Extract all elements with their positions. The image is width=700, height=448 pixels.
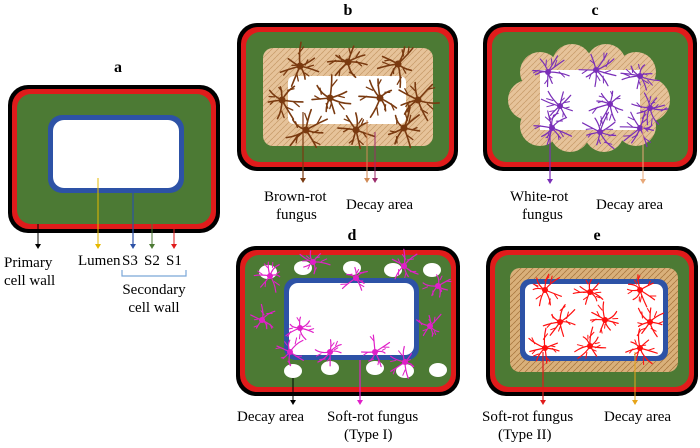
lumen (53, 120, 179, 188)
secondary-wall-bracket (121, 270, 187, 277)
brown-rot-label-1: Brown-rot (264, 189, 327, 205)
panel-a-letter: a (114, 59, 122, 76)
panel-a-pointers (35, 178, 177, 249)
s3-label: S3 (122, 253, 138, 269)
panel-b-pointers (300, 112, 378, 183)
decay-area-c-label: Decay area (596, 197, 663, 213)
panel-c: c White-rot fungus Decay area (483, 2, 697, 223)
primary-label-1: Primary (4, 255, 53, 271)
panel-c-letter: c (591, 2, 598, 19)
white-rot-label-1: White-rot (510, 189, 569, 205)
primary-label-2: cell wall (4, 273, 55, 289)
soft-rot2-label-2: (Type II) (498, 427, 552, 443)
panel-c-pointers (547, 124, 646, 184)
decay-area-b-label: Decay area (346, 197, 413, 213)
panel-d-pointers (290, 360, 363, 405)
white-rot-label-2: fungus (522, 207, 563, 223)
panel-b: b Brown-rot fungus Decay area (237, 2, 458, 223)
soft-rot-type1-hyphae (250, 248, 452, 379)
brown-rot-label-2: fungus (276, 207, 317, 223)
soft-rot2-label-1: Soft-rot fungus (482, 409, 573, 425)
soft-rot1-label-1: Soft-rot fungus (327, 409, 418, 425)
soft-rot1-label-2: (Type I) (344, 427, 393, 443)
brown-rot-hyphae (267, 41, 440, 150)
panel-b-letter: b (344, 2, 353, 19)
decay-area-e-label: Decay area (604, 409, 671, 425)
panel-e-letter: e (593, 227, 600, 244)
soft-rot-type2-hyphae (528, 273, 664, 366)
panel-e-pointers (540, 352, 638, 405)
panel-d: d Decay area Soft-rot fungus (Type I) (236, 227, 460, 443)
white-rot-hyphae (532, 52, 669, 150)
panel-d-letter: d (348, 227, 357, 244)
panel-a: a Primary cell wall Lumen S3 S2 S1 Secon… (4, 59, 220, 316)
s2-label: S2 (144, 253, 160, 269)
decay-area-d-label: Decay area (237, 409, 304, 425)
s1-label: S1 (166, 253, 182, 269)
secondary-label-1: Secondary (122, 282, 186, 298)
secondary-label-2: cell wall (128, 300, 179, 316)
panel-e: e Soft-rot fungus (Type II) Decay area (482, 227, 698, 443)
lumen-label: Lumen (78, 253, 121, 269)
